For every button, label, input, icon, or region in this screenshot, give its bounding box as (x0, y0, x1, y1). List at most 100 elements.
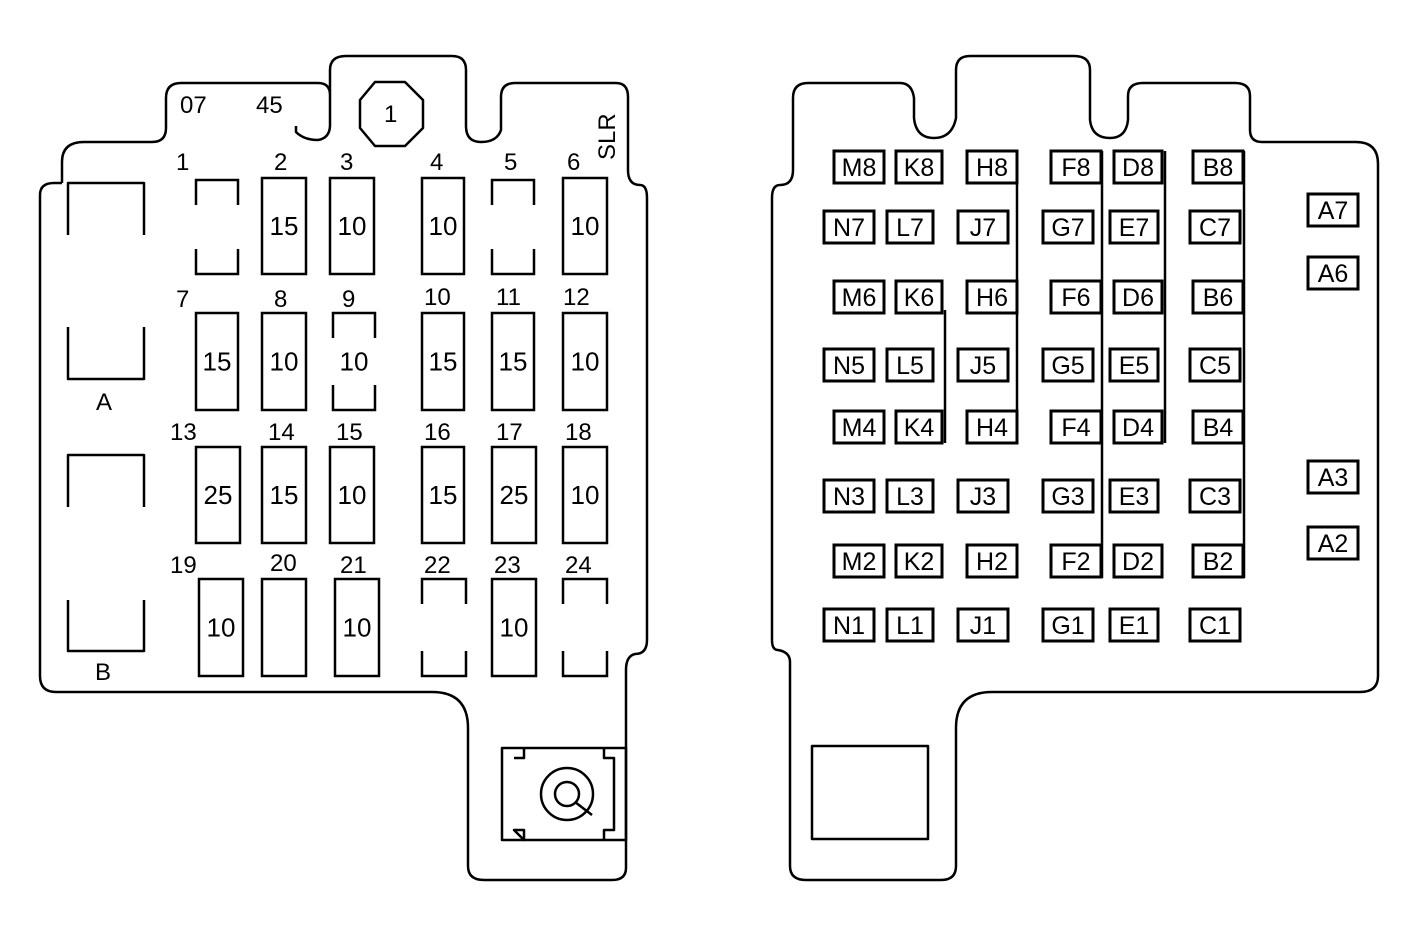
fuse-number: 7 (176, 286, 189, 313)
cavity-box (822, 209, 876, 245)
fuse-slot (490, 311, 536, 412)
fuse-slot-open (331, 311, 377, 412)
fuse-slot (260, 445, 308, 545)
fuse-rating: 10 (571, 347, 600, 377)
diagnostic-socket-outer (500, 746, 628, 842)
left-panel-outline (38, 54, 649, 882)
cavity-label: M4 (842, 414, 877, 442)
fuse-slot-open (420, 577, 468, 678)
connector-cavity-c7: C7 (1188, 209, 1242, 245)
cavity-label: G5 (1051, 352, 1084, 380)
connector-cavity-l3: L3 (885, 478, 935, 514)
fuse-number: 9 (342, 286, 355, 313)
cavity-box (822, 607, 876, 643)
connector-cavity-b8: B8 (1191, 149, 1245, 185)
connector-cavity-a3: A3 (1306, 459, 1360, 495)
fuse-20: 20 (260, 550, 308, 678)
connector-cavity-f8: F8 (1049, 149, 1103, 185)
fuse-rating: 15 (499, 347, 528, 377)
connector-cavity-j3: J3 (956, 478, 1010, 514)
fuse-number: 8 (274, 286, 287, 313)
cavity-label: K4 (904, 414, 935, 442)
cavity-label: K2 (904, 548, 935, 576)
fuse-slot (561, 311, 609, 412)
cavity-box (894, 279, 944, 315)
cavity-label: E7 (1119, 214, 1150, 242)
hex-bolt (358, 80, 425, 148)
cavity-label: F8 (1061, 154, 1090, 182)
rotary-knob-inner (553, 780, 581, 808)
fuse-rating: 10 (571, 211, 600, 241)
fuse-rating: 25 (204, 480, 233, 510)
fuse-slot (420, 311, 466, 412)
fuse-9: 910 (331, 286, 377, 412)
cavity-box (1108, 209, 1160, 245)
cavity-box (1049, 543, 1103, 579)
cavity-box (885, 347, 935, 383)
fuse-24: 24 (561, 552, 609, 678)
fuse-rating: 10 (270, 347, 299, 377)
fuse-rating: 10 (571, 480, 600, 510)
relay-b-label: B (95, 659, 111, 686)
connector-cavity-b6: B6 (1191, 279, 1245, 315)
connector-cavity-a7: A7 (1306, 192, 1360, 228)
cavity-box (1049, 409, 1103, 445)
cavity-box (1112, 149, 1164, 185)
cavity-label: M8 (842, 154, 877, 182)
relay-a-bottom-outline (66, 327, 146, 381)
fuse-slot (333, 577, 381, 678)
connector-cavity-l7: L7 (885, 209, 935, 245)
connector-cavity-h6: H6 (965, 279, 1019, 315)
cavity-label: N5 (833, 352, 865, 380)
connector-cavity-f4: F4 (1049, 409, 1103, 445)
connector-cavity-j1: J1 (956, 607, 1010, 643)
connector-cavity-e7: E7 (1108, 209, 1160, 245)
cavity-label: E3 (1119, 483, 1150, 511)
cavity-box (1306, 192, 1360, 228)
cavity-label: C5 (1199, 352, 1231, 380)
connector-cavity-j5: J5 (956, 347, 1010, 383)
fuse-slot (490, 577, 538, 678)
cavity-box (1191, 279, 1245, 315)
cavity-label: D8 (1122, 154, 1154, 182)
fuse-slot (260, 311, 308, 412)
cavity-label: K8 (904, 154, 935, 182)
cavity-label: J1 (970, 612, 996, 640)
cavity-label: A7 (1318, 197, 1349, 225)
cavity-box (1306, 255, 1360, 291)
cavity-box (885, 478, 935, 514)
fuse-3: 310 (328, 149, 376, 276)
cavity-box (1188, 607, 1242, 643)
cavity-label: F6 (1061, 284, 1090, 312)
fuse-number: 15 (336, 419, 363, 446)
connector-cavity-e3: E3 (1108, 478, 1160, 514)
cavity-box (1306, 525, 1360, 561)
cavity-label: D6 (1122, 284, 1154, 312)
fuse-22: 22 (420, 552, 468, 678)
connector-cavity-d8: D8 (1112, 149, 1164, 185)
cavity-label: N3 (833, 483, 865, 511)
connector-cavity-g7: G7 (1041, 209, 1095, 245)
cavity-box (894, 149, 944, 185)
fuse-slot (420, 176, 466, 276)
cavity-label: M6 (842, 284, 877, 312)
cavity-label: H2 (976, 548, 1008, 576)
connector-cavity-k6: K6 (894, 279, 944, 315)
fuse-slot (420, 445, 466, 545)
fuse-rating: 15 (429, 480, 458, 510)
fuse-number: 17 (496, 419, 523, 446)
cavity-box (1112, 279, 1164, 315)
cavity-label: D4 (1122, 414, 1154, 442)
cavity-box (956, 478, 1010, 514)
cavity-box (885, 209, 935, 245)
right-panel-outline (770, 54, 1380, 882)
connector-cavity-f2: F2 (1049, 543, 1103, 579)
cavity-box (1041, 478, 1095, 514)
